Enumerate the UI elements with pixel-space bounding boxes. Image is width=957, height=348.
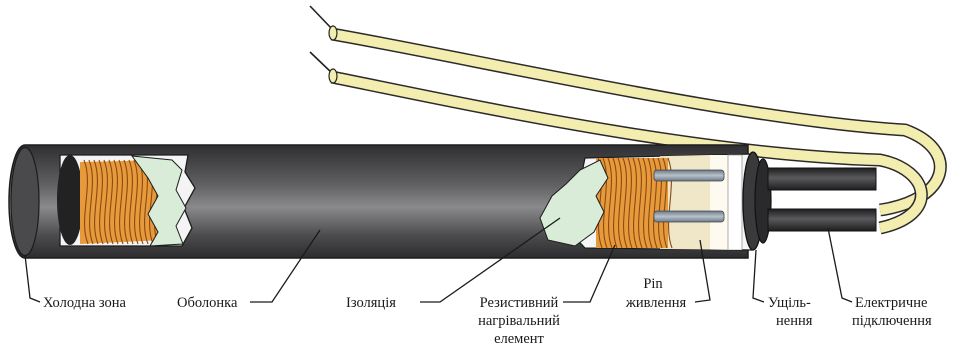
sheath-end-cap (11, 148, 39, 256)
label-electrical-1: Електричне (855, 295, 927, 311)
label-insulation: Ізоляція (346, 295, 396, 311)
leader-electrical (828, 228, 852, 302)
cold-zone-plug (57, 155, 83, 245)
label-resistive-1: Резистивний (480, 295, 559, 311)
label-cold-zone: Холодна зона (43, 295, 127, 311)
leader-cold-zone (25, 255, 40, 302)
label-seal-1: Ущіль- (768, 295, 811, 311)
label-electrical-2: підключення (852, 313, 932, 329)
label-sheath: Оболонка (177, 295, 238, 311)
conductor-end-1 (310, 6, 333, 30)
label-resistive-3: елемент (494, 331, 544, 347)
power-pin-1 (654, 170, 724, 181)
label-pin-2: живлення (625, 295, 687, 311)
labels: Холодна зона Оболонка Ізоляція Резистивн… (43, 276, 932, 347)
power-pin-2 (654, 211, 724, 222)
sleeve-1 (768, 168, 876, 190)
label-resistive-2: нагрівальний (478, 313, 560, 329)
label-seal-2: нення (776, 313, 813, 329)
left-cutaway (57, 155, 195, 246)
conductor-end-2 (310, 52, 333, 74)
label-pin-1: Pin (643, 276, 663, 292)
sleeve-2 (768, 209, 876, 231)
seal-assembly (743, 152, 876, 250)
leader-seal (753, 250, 764, 302)
